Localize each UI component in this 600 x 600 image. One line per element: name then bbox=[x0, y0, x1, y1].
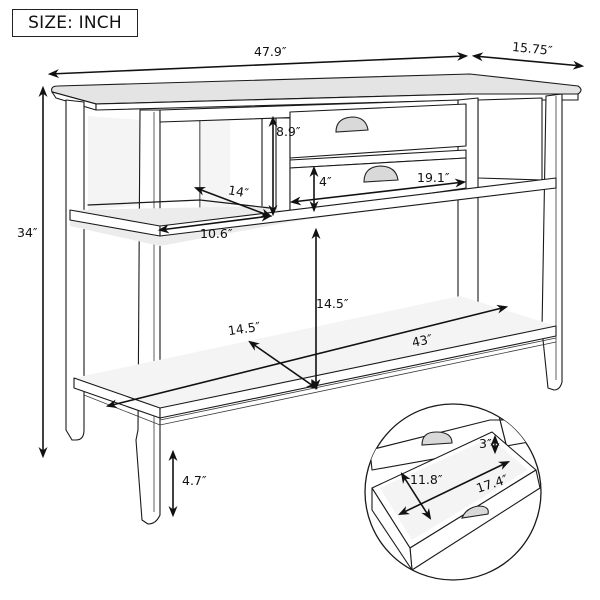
drawer-front-height-label: 4″ bbox=[319, 174, 332, 189]
width-dim-line bbox=[47, 51, 469, 79]
drawer-width-label: 19.1″ bbox=[417, 170, 450, 185]
overall-width-label: 47.9″ bbox=[254, 44, 287, 59]
inset-interior-depth-label: 11.8″ bbox=[410, 472, 443, 487]
side-shelf-width-dim-line bbox=[157, 212, 273, 234]
side-shelf-depth-dim-line bbox=[193, 186, 273, 218]
inset-width-dim-line bbox=[397, 461, 511, 515]
bottom-width-dim-line bbox=[105, 304, 509, 409]
side-shelf-depth-label: 14″ bbox=[226, 182, 250, 201]
drawer-width-dim-line bbox=[289, 178, 467, 206]
table-top bbox=[51, 73, 582, 111]
side-shelf-width-label: 10.6″ bbox=[200, 226, 233, 241]
drawer-pull-icon bbox=[335, 116, 369, 133]
drawer-opening-height-label: 8.9″ bbox=[276, 124, 301, 139]
dimension-lines bbox=[38, 51, 585, 518]
depth-dim-line bbox=[471, 52, 585, 70]
drawer-pull-icon bbox=[363, 165, 399, 183]
inset-interior-height-label: 3″ bbox=[479, 436, 492, 451]
bottom-clearance-label: 14.5″ bbox=[316, 296, 349, 311]
leg-clearance-label: 4.7″ bbox=[182, 473, 207, 488]
overall-height-label: 34″ bbox=[17, 225, 38, 240]
drawer-top bbox=[289, 103, 467, 159]
size-unit-label: SIZE: INCH bbox=[12, 9, 138, 37]
drawer-detail-inset bbox=[364, 403, 542, 581]
